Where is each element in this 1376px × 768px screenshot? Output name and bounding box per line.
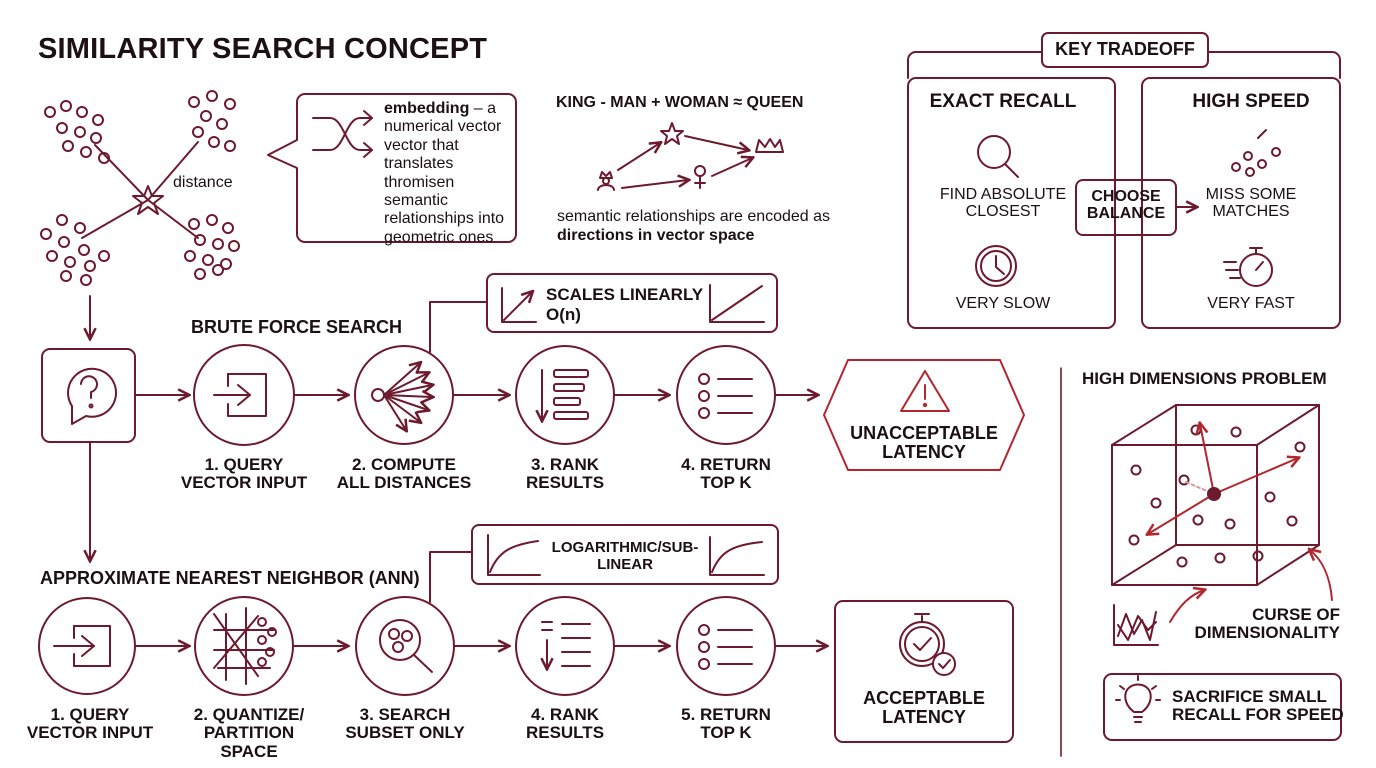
hypercube-graphic <box>1111 404 1320 586</box>
ann-step-4: 4. RANK RESULTS <box>525 705 605 743</box>
exact-recall-top: FIND ABSOLUTE CLOSEST <box>939 186 1067 221</box>
list-icon <box>698 624 753 670</box>
ann-step-5: 5. RETURN TOP K <box>681 705 771 743</box>
high-speed-top: MISS SOME MATCHES <box>1205 186 1297 221</box>
definition-bubble <box>267 93 517 243</box>
distance-vectors <box>1148 424 1333 623</box>
ann-step-1: 1. QUERY VECTOR INPUT <box>26 705 154 743</box>
acceptable-latency-badge <box>834 600 1014 743</box>
embedding-definition-text: – a numerical vector vector that transla… <box>384 100 505 246</box>
warning-icon <box>900 370 950 412</box>
analogy-caption-bold: directions in vector space <box>557 227 755 245</box>
log-graph-icon <box>709 536 765 576</box>
brute-force-scaling: SCALES LINEARLY O(n) <box>546 285 704 324</box>
scatter-dots-icon <box>1231 129 1281 177</box>
king-icon <box>597 171 615 191</box>
stopwatch-check-icon <box>899 613 956 676</box>
brute-step-3: 3. RANK RESULTS <box>525 455 605 493</box>
vectors-fan-icon <box>371 363 432 430</box>
analogy-caption-plain: semantic relationships are encoded as <box>557 208 831 225</box>
analogy-vectors <box>597 122 784 191</box>
tradeoff-title: KEY TRADEOFF <box>1055 39 1195 59</box>
brute-step-2: 2. COMPUTE ALL DISTANCES <box>336 455 472 493</box>
ranking-icon <box>542 369 589 420</box>
distance-label: distance <box>173 174 233 191</box>
crown-icon <box>755 138 784 153</box>
ann-flow <box>38 524 826 696</box>
high-speed-bottom: VERY FAST <box>1207 295 1295 312</box>
sacrifice-label: SACRIFICE SMALL RECALL FOR SPEED <box>1172 687 1344 725</box>
choose-balance: CHOOSE BALANCE <box>1086 188 1166 223</box>
search-subset-icon <box>379 619 433 673</box>
page-title: SIMILARITY SEARCH CONCEPT <box>38 33 488 65</box>
analogy-equation: KING - MAN + WOMAN ≈ QUEEN <box>556 94 804 111</box>
brute-outcome: UNACCEPTABLE LATENCY <box>850 423 998 463</box>
linear-chart-icon <box>501 287 537 323</box>
stopwatch-icon <box>1223 247 1273 287</box>
unacceptable-latency-badge <box>823 359 1025 471</box>
shuffle-icon <box>312 110 373 158</box>
brute-force-flow <box>41 273 817 446</box>
list-icon <box>698 373 753 419</box>
brute-force-title: BRUTE FORCE SEARCH <box>191 317 403 337</box>
ann-outcome: ACCEPTABLE LATENCY <box>863 688 985 728</box>
clock-icon <box>975 245 1017 287</box>
input-icon <box>53 625 111 667</box>
high-speed-title: HIGH SPEED <box>1192 91 1310 112</box>
woman-icon <box>694 165 706 189</box>
ann-scaling: LOGARITHMIC/SUB- LINEAR <box>551 539 699 574</box>
curse-label: CURSE OF DIMENSIONALITY <box>1194 605 1340 643</box>
question-icon <box>67 367 118 425</box>
ann-title: APPROXIMATE NEAREST NEIGHBOR (ANN) <box>40 568 420 588</box>
ranked-list-icon <box>542 621 591 668</box>
log-chart-icon <box>487 534 541 576</box>
input-icon <box>213 373 267 417</box>
embedding-definition: embedding – a numerical vector vector th… <box>302 100 514 247</box>
chaotic-chart-icon <box>1113 604 1159 646</box>
embedding-term: embedding <box>384 100 470 117</box>
ann-step-2: 2. QUANTIZE/ PARTITION SPACE <box>193 705 305 761</box>
brute-step-4: 4. RETURN TOP K <box>681 455 771 493</box>
star-icon <box>660 122 684 145</box>
embedding-scatter <box>40 90 240 286</box>
high-dim-title: HIGH DIMENSIONS PROBLEM <box>1082 369 1327 388</box>
exact-recall-bottom: VERY SLOW <box>955 295 1051 312</box>
ann-step-3: 3. SEARCH SUBSET ONLY <box>345 705 465 743</box>
brute-step-1: 1. QUERY VECTOR INPUT <box>180 455 308 493</box>
linear-graph-icon <box>709 284 765 323</box>
exact-recall-title: EXACT RECALL <box>929 91 1077 112</box>
sacrifice-box <box>1103 673 1342 741</box>
magnifier-icon <box>977 135 1019 178</box>
partition-grid-icon <box>213 607 277 685</box>
tradeoff-panel <box>907 32 1341 329</box>
lightbulb-icon <box>1115 675 1161 723</box>
analogy-caption: semantic relationships are encoded as di… <box>557 207 837 245</box>
